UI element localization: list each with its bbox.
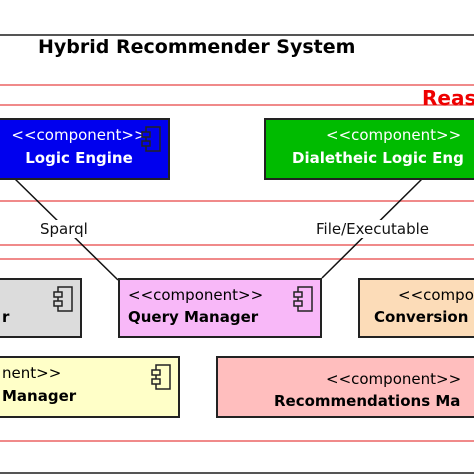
system-frame: [0, 34, 474, 474]
component-stereotype: <<component>>: [128, 286, 264, 304]
component-left[interactable]: r: [0, 278, 82, 338]
component-stereotype: <<component>>: [326, 370, 462, 388]
component-stereotype: <<component>>: [11, 126, 147, 144]
component-name: Manager: [2, 387, 77, 405]
layer-boundary-line: [0, 200, 474, 202]
component-recommendations-manager[interactable]: <<component>> Recommendations Ma: [216, 356, 474, 418]
component-icon: [293, 286, 313, 312]
layer-boundary-line: [0, 84, 474, 86]
diagram-title: Hybrid Recommender System: [38, 36, 356, 58]
edge-label-sparql: Sparql: [40, 220, 88, 238]
layer-boundary-line: [0, 244, 474, 246]
component-name: Query Manager: [128, 308, 259, 326]
component-stereotype: <<compon: [398, 286, 474, 304]
component-logic-engine[interactable]: <<component>> Logic Engine: [0, 118, 170, 180]
component-name: Dialetheic Logic Eng: [292, 149, 464, 167]
component-icon: [151, 364, 171, 390]
component-stereotype: <<component>>: [326, 126, 462, 144]
component-name: Logic Engine: [25, 149, 133, 167]
edge-label-file-executable: File/Executable: [316, 220, 430, 238]
component-manager[interactable]: nent>> Manager: [0, 356, 180, 418]
component-name: Recommendations Ma: [274, 392, 461, 410]
component-name: Conversion: [374, 308, 469, 326]
component-icon: [141, 126, 161, 152]
component-query-manager[interactable]: <<component>> Query Manager: [118, 278, 322, 338]
component-icon: [53, 286, 73, 312]
component-dialetheic-logic-engine[interactable]: <<component>> Dialetheic Logic Eng: [264, 118, 474, 180]
component-stereotype: nent>>: [2, 364, 62, 382]
component-conversion[interactable]: <<compon Conversion: [358, 278, 474, 338]
layer-boundary-line: [0, 104, 474, 106]
layer-label: Reas: [422, 86, 474, 110]
component-name: r: [2, 308, 10, 326]
layer-boundary-line: [0, 440, 474, 442]
layer-boundary-line: [0, 258, 474, 260]
